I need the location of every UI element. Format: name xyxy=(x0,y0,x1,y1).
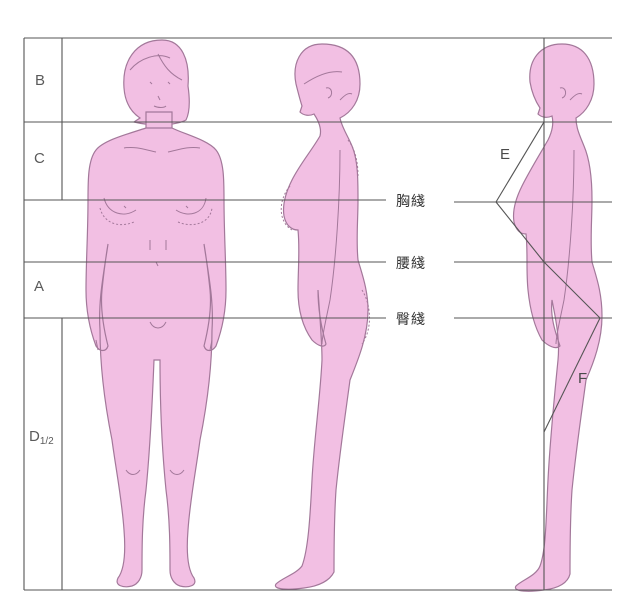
hip-line-label: 臀綫 xyxy=(396,312,426,328)
segment-label-c: C xyxy=(34,150,45,167)
measurement-grid xyxy=(23,37,612,591)
segment-label-a: A xyxy=(34,278,45,295)
segment-label-d: D1/2 xyxy=(29,428,54,447)
front-figure xyxy=(85,39,227,588)
segment-label-d-sub: 1/2 xyxy=(39,436,54,447)
bust-line-label: 胸綫 xyxy=(396,194,426,210)
point-label-e: E xyxy=(500,146,511,163)
segment-label-d-main: D xyxy=(29,428,40,445)
side-figure xyxy=(274,43,370,590)
segment-label-b: B xyxy=(35,72,46,89)
point-label-f: F xyxy=(578,370,588,387)
waist-line-label: 腰綫 xyxy=(396,256,426,272)
